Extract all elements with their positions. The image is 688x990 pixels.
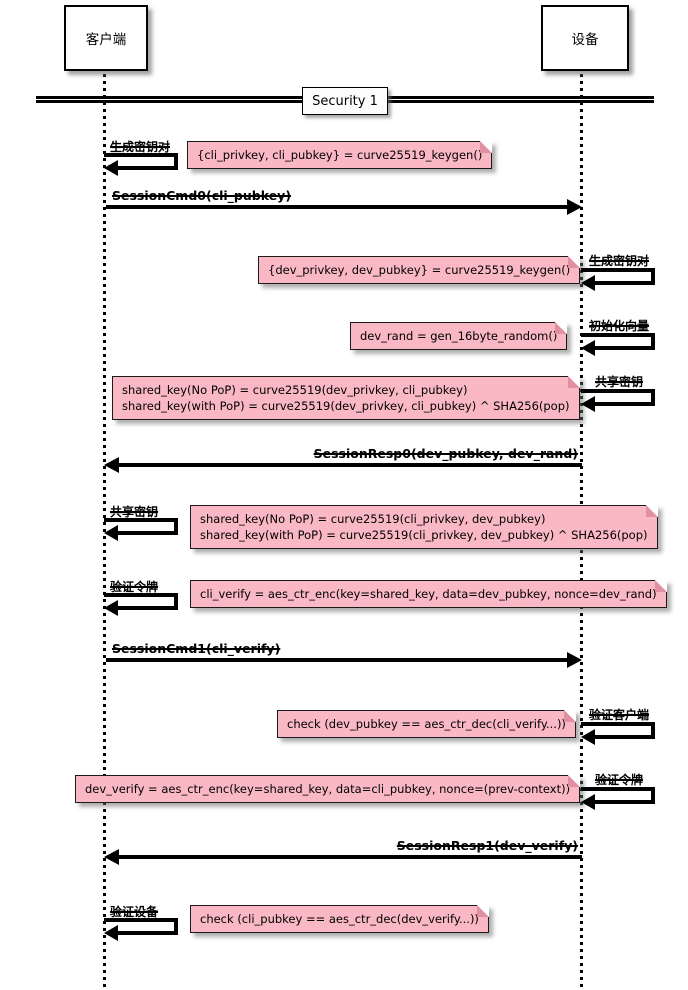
message-label-sessioncmd0: SessionCmd0(cli_pubkey): [112, 188, 292, 203]
note-device-keygen-text: {dev_privkey, dev_pubkey} = curve25519_k…: [268, 263, 571, 277]
participant-client-label: 客户端: [85, 32, 127, 48]
note-device-check-client-text: check (dev_pubkey == aes_ctr_dec(cli_ver…: [287, 717, 566, 731]
note-client-verify-token-text: cli_verify = aes_ctr_enc(key=shared_key,…: [200, 587, 657, 601]
self-arrow-device-shared: [581, 389, 655, 413]
op-label-device-iv: 初始化向量: [588, 319, 649, 333]
note-client-check-device: check (cli_pubkey == aes_ctr_dec(dev_ver…: [190, 905, 489, 933]
op-label-client-verify-device: 验证设备: [110, 905, 159, 919]
participant-device: 设备: [541, 5, 629, 71]
op-label-device-keygen: 生成密钥对: [588, 254, 649, 268]
self-arrow-client-verify-device: [104, 918, 178, 942]
divider-label-text: Security 1: [312, 93, 378, 109]
note-client-keygen-text: {cli_privkey, cli_pubkey} = curve25519_k…: [197, 148, 483, 162]
message-arrow-sessioncmd1: [106, 652, 582, 668]
participant-device-label: 设备: [571, 32, 599, 48]
note-device-verify-token-text: dev_verify = aes_ctr_enc(key=shared_key,…: [85, 782, 571, 796]
op-label-client-shared: 共享密钥: [110, 505, 159, 519]
self-arrow-client-token: [104, 593, 178, 617]
op-label-device-token: 验证令牌: [594, 773, 643, 787]
note-device-check-client: check (dev_pubkey == aes_ctr_dec(cli_ver…: [277, 710, 576, 738]
op-label-device-verify-client: 验证客户端: [588, 708, 649, 722]
note-client-shared-key-line1: shared_key(No PoP) = curve25519(cli_priv…: [200, 512, 546, 526]
message-arrow-sessioncmd0: [106, 199, 582, 215]
note-client-verify-token: cli_verify = aes_ctr_enc(key=shared_key,…: [190, 580, 667, 608]
op-label-device-shared: 共享密钥: [594, 375, 643, 389]
note-device-keygen: {dev_privkey, dev_pubkey} = curve25519_k…: [258, 256, 581, 284]
self-arrow-client-shared: [104, 518, 178, 542]
self-arrow-client-keygen: [104, 153, 178, 177]
divider-label: Security 1: [302, 87, 388, 115]
note-client-check-device-text: check (cli_pubkey == aes_ctr_dec(dev_ver…: [200, 912, 479, 926]
message-label-sessionresp1: SessionResp1(dev_verify): [396, 838, 578, 853]
note-device-shared-key-line2: shared_key(with PoP) = curve25519(dev_pr…: [122, 399, 570, 413]
self-arrow-device-token: [581, 787, 655, 811]
note-client-shared-key: shared_key(No PoP) = curve25519(cli_priv…: [190, 505, 658, 549]
note-device-shared-key: shared_key(No PoP) = curve25519(dev_priv…: [112, 376, 580, 420]
note-device-shared-key-line1: shared_key(No PoP) = curve25519(dev_priv…: [122, 383, 468, 397]
self-arrow-device-verify-client: [581, 722, 655, 746]
note-client-keygen: {cli_privkey, cli_pubkey} = curve25519_k…: [187, 141, 493, 169]
note-device-verify-token: dev_verify = aes_ctr_enc(key=shared_key,…: [75, 775, 581, 803]
self-arrow-device-keygen: [581, 268, 655, 292]
message-arrow-sessionresp1: [104, 849, 582, 865]
message-label-sessionresp0: SessionResp0(dev_pubkey, dev_rand): [313, 446, 578, 461]
note-client-shared-key-line2: shared_key(with PoP) = curve25519(cli_pr…: [200, 528, 648, 542]
participant-client: 客户端: [64, 5, 148, 71]
op-label-client-keygen: 生成密钥对: [110, 140, 171, 154]
message-label-sessioncmd1: SessionCmd1(cli_verify): [112, 641, 281, 656]
note-device-random-text: dev_rand = gen_16byte_random(): [360, 329, 558, 343]
note-device-random: dev_rand = gen_16byte_random(): [350, 322, 568, 350]
self-arrow-device-iv: [581, 333, 655, 357]
message-arrow-sessionresp0: [104, 457, 582, 473]
op-label-client-token: 验证令牌: [110, 580, 159, 594]
